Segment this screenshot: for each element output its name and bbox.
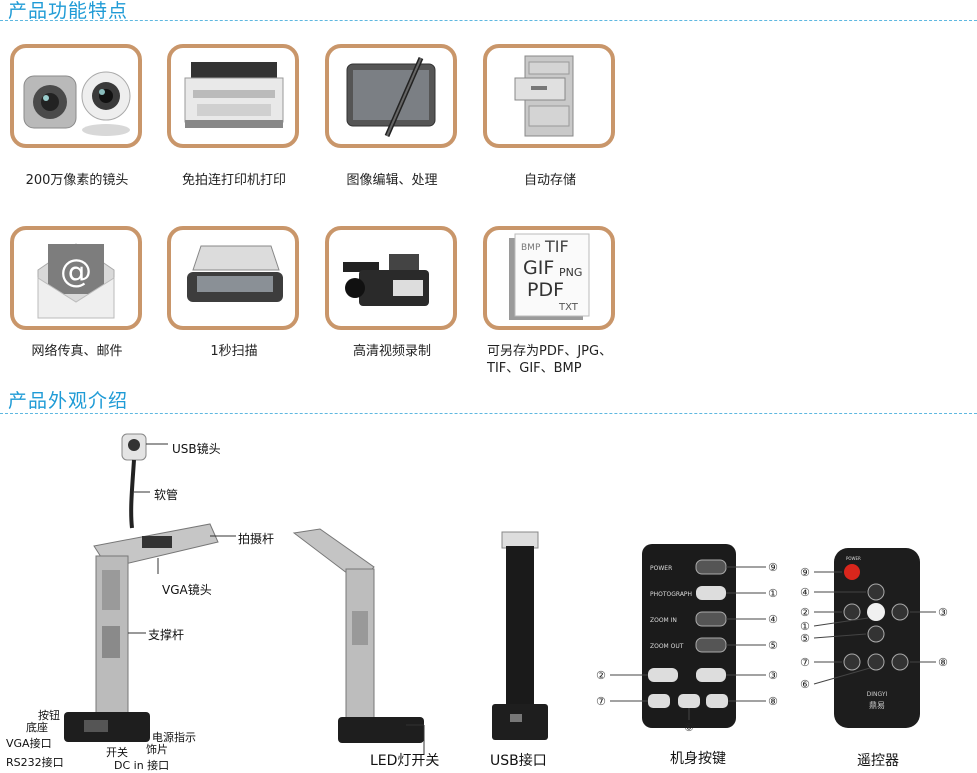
feature-caption: 图像编辑、处理 xyxy=(346,173,438,188)
feature-tile-printer xyxy=(167,44,299,148)
label-switch: 开关 xyxy=(106,746,128,759)
feature-tile-cabinet xyxy=(483,44,615,148)
feature-tile-scanner xyxy=(167,226,299,330)
remote-control: POWER DINGYI 鼎易 ⑨ ④ ② ③ ① ⑤ ⑦ ⑧ ⑥ xyxy=(800,548,948,728)
label-base: 底座 xyxy=(26,721,48,734)
feature-tile-formats: BMP TIF GIF PNG PDF TXT xyxy=(483,226,615,330)
feature-tile-camcorder xyxy=(325,226,457,330)
scanner-device-side xyxy=(292,528,425,755)
label-dc-in: DC in 接口 xyxy=(114,759,170,772)
format-pdf: PDF xyxy=(527,279,564,301)
callout-number: ① xyxy=(768,587,778,600)
label-power-led: 电源指示 xyxy=(152,731,196,744)
file-cabinet-icon xyxy=(514,55,574,137)
scanner-device-front xyxy=(64,433,236,742)
callout-number: ⑥ xyxy=(800,678,810,691)
label-trim: 饰片 xyxy=(146,743,168,756)
remote-brand-cn: 鼎易 xyxy=(869,701,885,710)
label-rs232: RS232接口 xyxy=(6,756,64,769)
scanner-device-back xyxy=(492,531,548,740)
feature-caption: 网络传真、邮件 xyxy=(31,344,123,359)
features-section-title: 产品功能特点 xyxy=(8,0,129,22)
caption-led-switch: LED灯开关 xyxy=(370,753,440,769)
callout-number: ④ xyxy=(800,586,810,599)
format-tif: TIF xyxy=(544,237,569,256)
camcorder-icon xyxy=(343,254,429,306)
label-usb-lens: USB镜头 xyxy=(172,442,221,456)
feature-caption: 200万像素的镜头 xyxy=(25,173,129,188)
label-arm: 拍摄杆 xyxy=(238,532,275,546)
callout-number: ⑤ xyxy=(768,639,778,652)
callout-number: ⑤ xyxy=(800,632,810,645)
body-keys-panel: POWER PHOTOGRAPH ZOOM IN ZOOM OUT ⑨ ① ④ … xyxy=(596,544,778,732)
callout-number: ⑧ xyxy=(768,695,778,708)
tablet-pen-icon xyxy=(346,57,436,137)
file-formats-icon: BMP TIF GIF PNG PDF TXT xyxy=(509,233,590,320)
callout-number: ⑨ xyxy=(800,566,810,579)
appearance-section-title: 产品外观介绍 xyxy=(8,390,129,412)
remote-brand-en: DINGYI xyxy=(867,691,888,698)
feature-tile-mail: @ xyxy=(10,226,142,330)
label-support: 支撑杆 xyxy=(148,628,185,642)
caption-usb-port: USB接口 xyxy=(490,753,547,769)
body-key-label: ZOOM OUT xyxy=(650,643,684,650)
feature-caption: 高清视频录制 xyxy=(352,344,431,359)
callout-number: ③ xyxy=(768,669,778,682)
callout-number: ① xyxy=(800,620,810,633)
feature-tile-tablet xyxy=(325,44,457,148)
callout-number: ⑨ xyxy=(768,561,778,574)
scanner-icon xyxy=(187,245,283,302)
format-bmp: BMP xyxy=(521,243,541,253)
format-png: PNG xyxy=(559,266,582,279)
body-key-label: PHOTOGRAPH xyxy=(650,591,692,598)
feature-caption: 可另存为PDF、JPG、 TIF、GIF、BMP xyxy=(487,344,613,376)
feature-caption: 自动存储 xyxy=(523,173,576,188)
callout-number: ⑦ xyxy=(800,656,810,669)
mail-at-icon: @ xyxy=(37,243,115,319)
webcam-icon xyxy=(23,71,131,136)
label-button: 按钮 xyxy=(38,709,60,722)
caption-remote: 遥控器 xyxy=(857,753,899,769)
printer-icon xyxy=(184,62,284,128)
callout-number: ⑦ xyxy=(596,695,606,708)
callout-number: ⑥ xyxy=(684,721,694,732)
callout-number: ④ xyxy=(768,613,778,626)
caption-body-keys: 机身按键 xyxy=(670,751,726,767)
feature-tile-lens xyxy=(10,44,142,148)
format-gif: GIF xyxy=(523,257,554,279)
callout-number: ③ xyxy=(938,606,948,619)
format-txt: TXT xyxy=(558,302,579,313)
appearance-divider xyxy=(0,413,977,414)
label-vga-lens: VGA镜头 xyxy=(162,583,212,597)
svg-text:@: @ xyxy=(60,252,92,290)
body-key-label: ZOOM IN xyxy=(650,617,677,624)
feature-caption: 1秒扫描 xyxy=(210,344,258,359)
remote-power-text: POWER xyxy=(846,556,861,561)
callout-number: ② xyxy=(596,669,606,682)
label-vga-port: VGA接口 xyxy=(6,737,52,750)
callout-number: ⑧ xyxy=(938,656,948,669)
body-key-label: POWER xyxy=(650,565,672,572)
callout-number: ② xyxy=(800,606,810,619)
features-divider xyxy=(0,20,977,21)
label-hose: 软管 xyxy=(154,488,179,502)
feature-caption: 免拍连打印机打印 xyxy=(181,173,286,188)
